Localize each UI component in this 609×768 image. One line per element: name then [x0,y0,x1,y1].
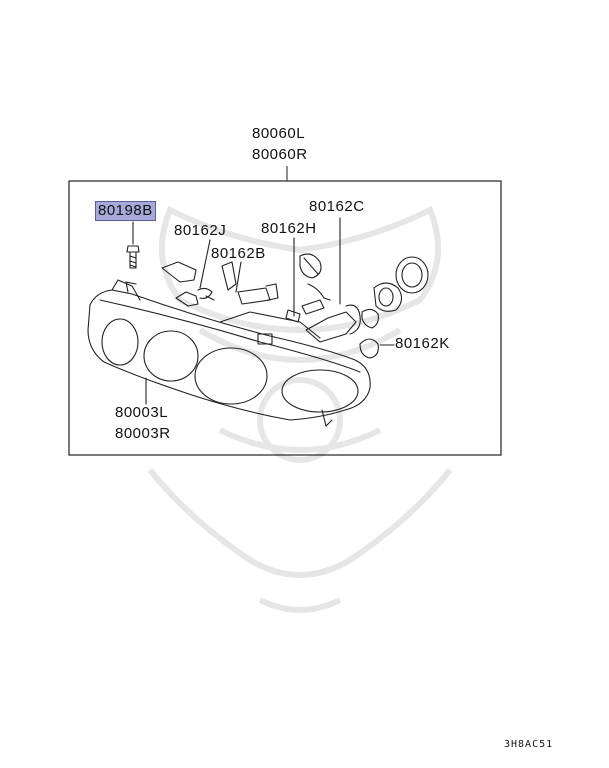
part-label-80162c[interactable]: 80162C [309,198,365,215]
part-label-80003r[interactable]: 80003R [115,425,171,442]
assembly-part-number-right: 80060R [252,146,308,163]
clip-80162h [285,237,331,323]
part-label-80162j[interactable]: 80162J [174,222,227,239]
watermark-emblem [147,205,453,613]
assembly-part-number-left: 80060L [252,125,306,142]
socket-80162j [161,239,215,307]
lens-window-3 [194,347,268,405]
bulb-80162b [221,261,279,305]
dust-cap-ring [395,256,429,294]
lens-window-1 [101,318,139,366]
headlamp-rim [99,299,361,373]
assembly-frame [68,180,502,456]
lens-window-4 [281,369,359,413]
bulb-80162k [359,338,395,359]
lens-window-2 [143,330,199,382]
bulb-80162c [305,217,429,343]
part-label-80003l[interactable]: 80003L [115,404,169,421]
illustration-code: 3H8AC51 [504,739,554,750]
part-label-80198b[interactable]: 80198B [95,201,156,221]
part-label-80162k[interactable]: 80162K [395,335,450,352]
bolt-80198b [126,221,140,269]
part-label-80162b[interactable]: 80162B [211,245,266,262]
part-label-80162h[interactable]: 80162H [261,220,317,237]
